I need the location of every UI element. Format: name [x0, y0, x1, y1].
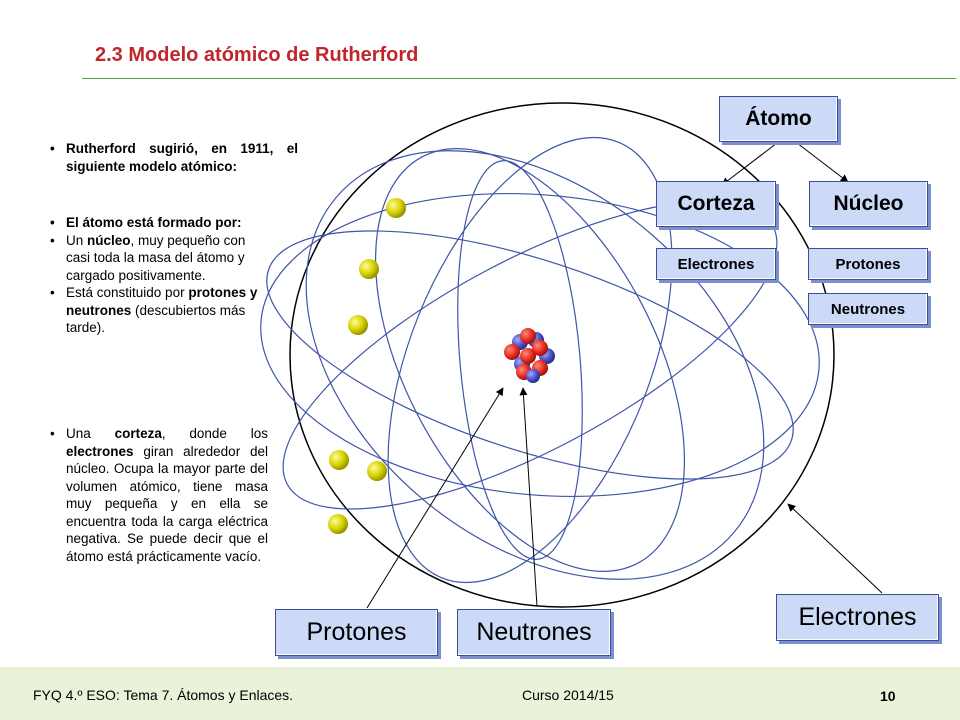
bullet-atom-formed: El átomo está formado por:: [50, 214, 265, 232]
electron-2: [359, 259, 379, 279]
atom-outer-sphere: [289, 102, 835, 608]
pointer-arrows: [366, 142, 883, 609]
label-electrones: Electrones: [776, 594, 939, 641]
bullet-constitution: Está constituido por protones y neutrone…: [50, 284, 265, 337]
protons-neutrons-term: protones y neutrones: [66, 285, 258, 318]
intro-text: sugirió, en 1911, el siguiente modelo at…: [66, 141, 298, 174]
slide-title: 2.3 Modelo atómico de Rutherford: [95, 44, 419, 66]
cortex-term: corteza: [114, 426, 162, 441]
box-protones-small: Protones: [808, 248, 928, 280]
intro-bullet: Rutherford sugirió, en 1911, el siguient…: [50, 140, 298, 175]
box-neutrones-small: Neutrones: [808, 293, 928, 325]
page-number: 10: [880, 688, 896, 704]
footer-bar: [0, 667, 960, 720]
nucleus-term: núcleo: [87, 232, 131, 248]
title-divider: [82, 78, 956, 79]
label-neutrones: Neutrones: [457, 609, 611, 656]
rutherford-name: Rutherford: [66, 141, 136, 156]
footer-course-info: FYQ 4.º ESO: Tema 7. Átomos y Enlaces.: [33, 687, 294, 703]
electrons-term: electrones: [66, 443, 134, 459]
electrons: [328, 198, 406, 534]
electron-5: [367, 461, 387, 481]
box-nucleo: Núcleo: [809, 181, 928, 227]
atom-composition-bullets: El átomo está formado por: Un núcleo, mu…: [50, 214, 265, 337]
electron-4: [329, 450, 349, 470]
electron-6: [328, 514, 348, 534]
electron-1: [386, 198, 406, 218]
box-corteza: Corteza: [656, 181, 776, 227]
label-protones: Protones: [275, 609, 438, 656]
electron-3: [348, 315, 368, 335]
box-atomo: Átomo: [719, 96, 838, 142]
footer-school-year: Curso 2014/15: [522, 687, 614, 703]
bullet-nucleus: Un núcleo, muy pequeño con casi toda la …: [50, 232, 265, 285]
box-electrones-small: Electrones: [656, 248, 776, 280]
nucleus-cluster: [504, 328, 555, 383]
cortex-bullet: Una corteza, donde los electrones giran …: [50, 425, 268, 565]
